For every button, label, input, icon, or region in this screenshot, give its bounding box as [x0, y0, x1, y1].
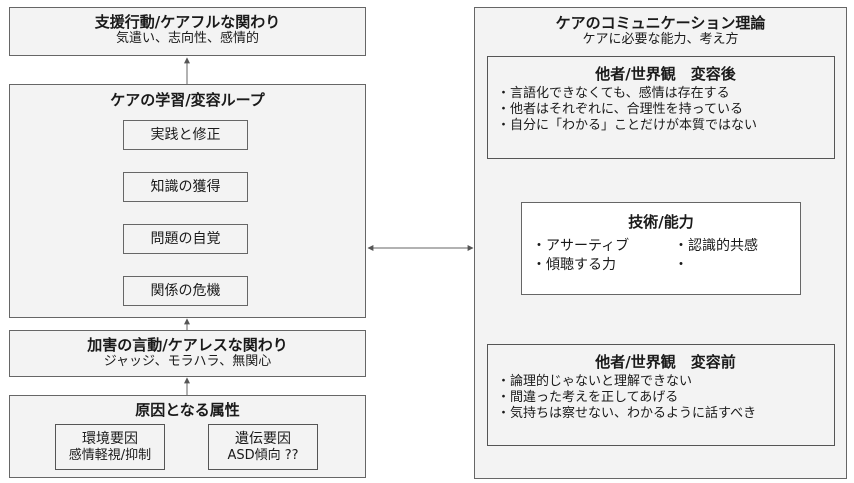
harm-title: 加害の言動/ケアレスな関わり: [87, 336, 288, 354]
skills-box: 技術/能力 ・アサーティブ ・傾聴する力 ・認識的共感 ・: [521, 202, 801, 295]
before-item: ・気持ちは察せない、わかるように話すべき: [497, 406, 757, 421]
env-factor-title: 環境要因: [82, 431, 138, 447]
skills-col-2: ・認識的共感 ・: [674, 237, 758, 275]
before-list: ・論理的じゃないと理解できない ・間違った考えを正してあげる ・気持ちは察せない…: [497, 374, 834, 422]
before-title: 他者/世界観 変容前: [595, 353, 736, 371]
before-box: 他者/世界観 変容前 ・論理的じゃないと理解できない ・間違った考えを正してあげ…: [487, 344, 835, 446]
gene-factor-box: 遺伝要因 ASD傾向 ??: [208, 424, 318, 470]
support-title: 支援行動/ケアフルな関わり: [94, 13, 281, 31]
loop-title: ケアの学習/変容ループ: [110, 91, 265, 109]
env-factor-sub: 感情軽視/抑制: [68, 448, 152, 463]
step-crisis: 関係の危機: [123, 276, 248, 306]
after-box: 他者/世界観 変容後 ・言語化できなくても、感情は存在する ・他者はそれぞれに、…: [487, 56, 835, 159]
skills-title: 技術/能力: [628, 213, 694, 231]
env-factor-box: 環境要因 感情軽視/抑制: [55, 424, 165, 470]
skill-item: ・傾聴する力: [532, 257, 616, 273]
after-item: ・言語化できなくても、感情は存在する: [497, 86, 730, 101]
step-practice: 実践と修正: [123, 120, 248, 150]
step-knowledge: 知識の獲得: [123, 172, 248, 202]
after-item: ・自分に「わかる」ことだけが本質ではない: [497, 118, 758, 133]
after-list: ・言語化できなくても、感情は存在する ・他者はそれぞれに、合理性を持っている ・…: [497, 86, 834, 134]
after-item: ・他者はそれぞれに、合理性を持っている: [497, 102, 743, 117]
step-problem: 問題の自覚: [123, 224, 248, 254]
support-box: 支援行動/ケアフルな関わり 気遣い、志向性、感情的: [9, 7, 366, 56]
before-item: ・間違った考えを正してあげる: [497, 390, 679, 405]
theory-title: ケアのコミュニケーション理論: [555, 14, 766, 32]
theory-subtitle: ケアに必要な能力、考え方: [582, 32, 739, 47]
gene-factor-title: 遺伝要因: [235, 431, 291, 447]
skills-col-1: ・アサーティブ ・傾聴する力: [532, 237, 629, 275]
harm-box: 加害の言動/ケアレスな関わり ジャッジ、モラハラ、無関心: [9, 330, 366, 377]
before-item: ・論理的じゃないと理解できない: [497, 374, 693, 389]
skill-item: ・: [674, 257, 688, 273]
harm-subtitle: ジャッジ、モラハラ、無関心: [103, 354, 272, 369]
cause-title: 原因となる属性: [135, 401, 240, 419]
support-subtitle: 気遣い、志向性、感情的: [115, 31, 259, 46]
after-title: 他者/世界観 変容後: [595, 65, 736, 83]
skill-item: ・認識的共感: [674, 238, 758, 254]
gene-factor-sub: ASD傾向 ??: [227, 448, 299, 463]
skill-item: ・アサーティブ: [532, 238, 630, 254]
